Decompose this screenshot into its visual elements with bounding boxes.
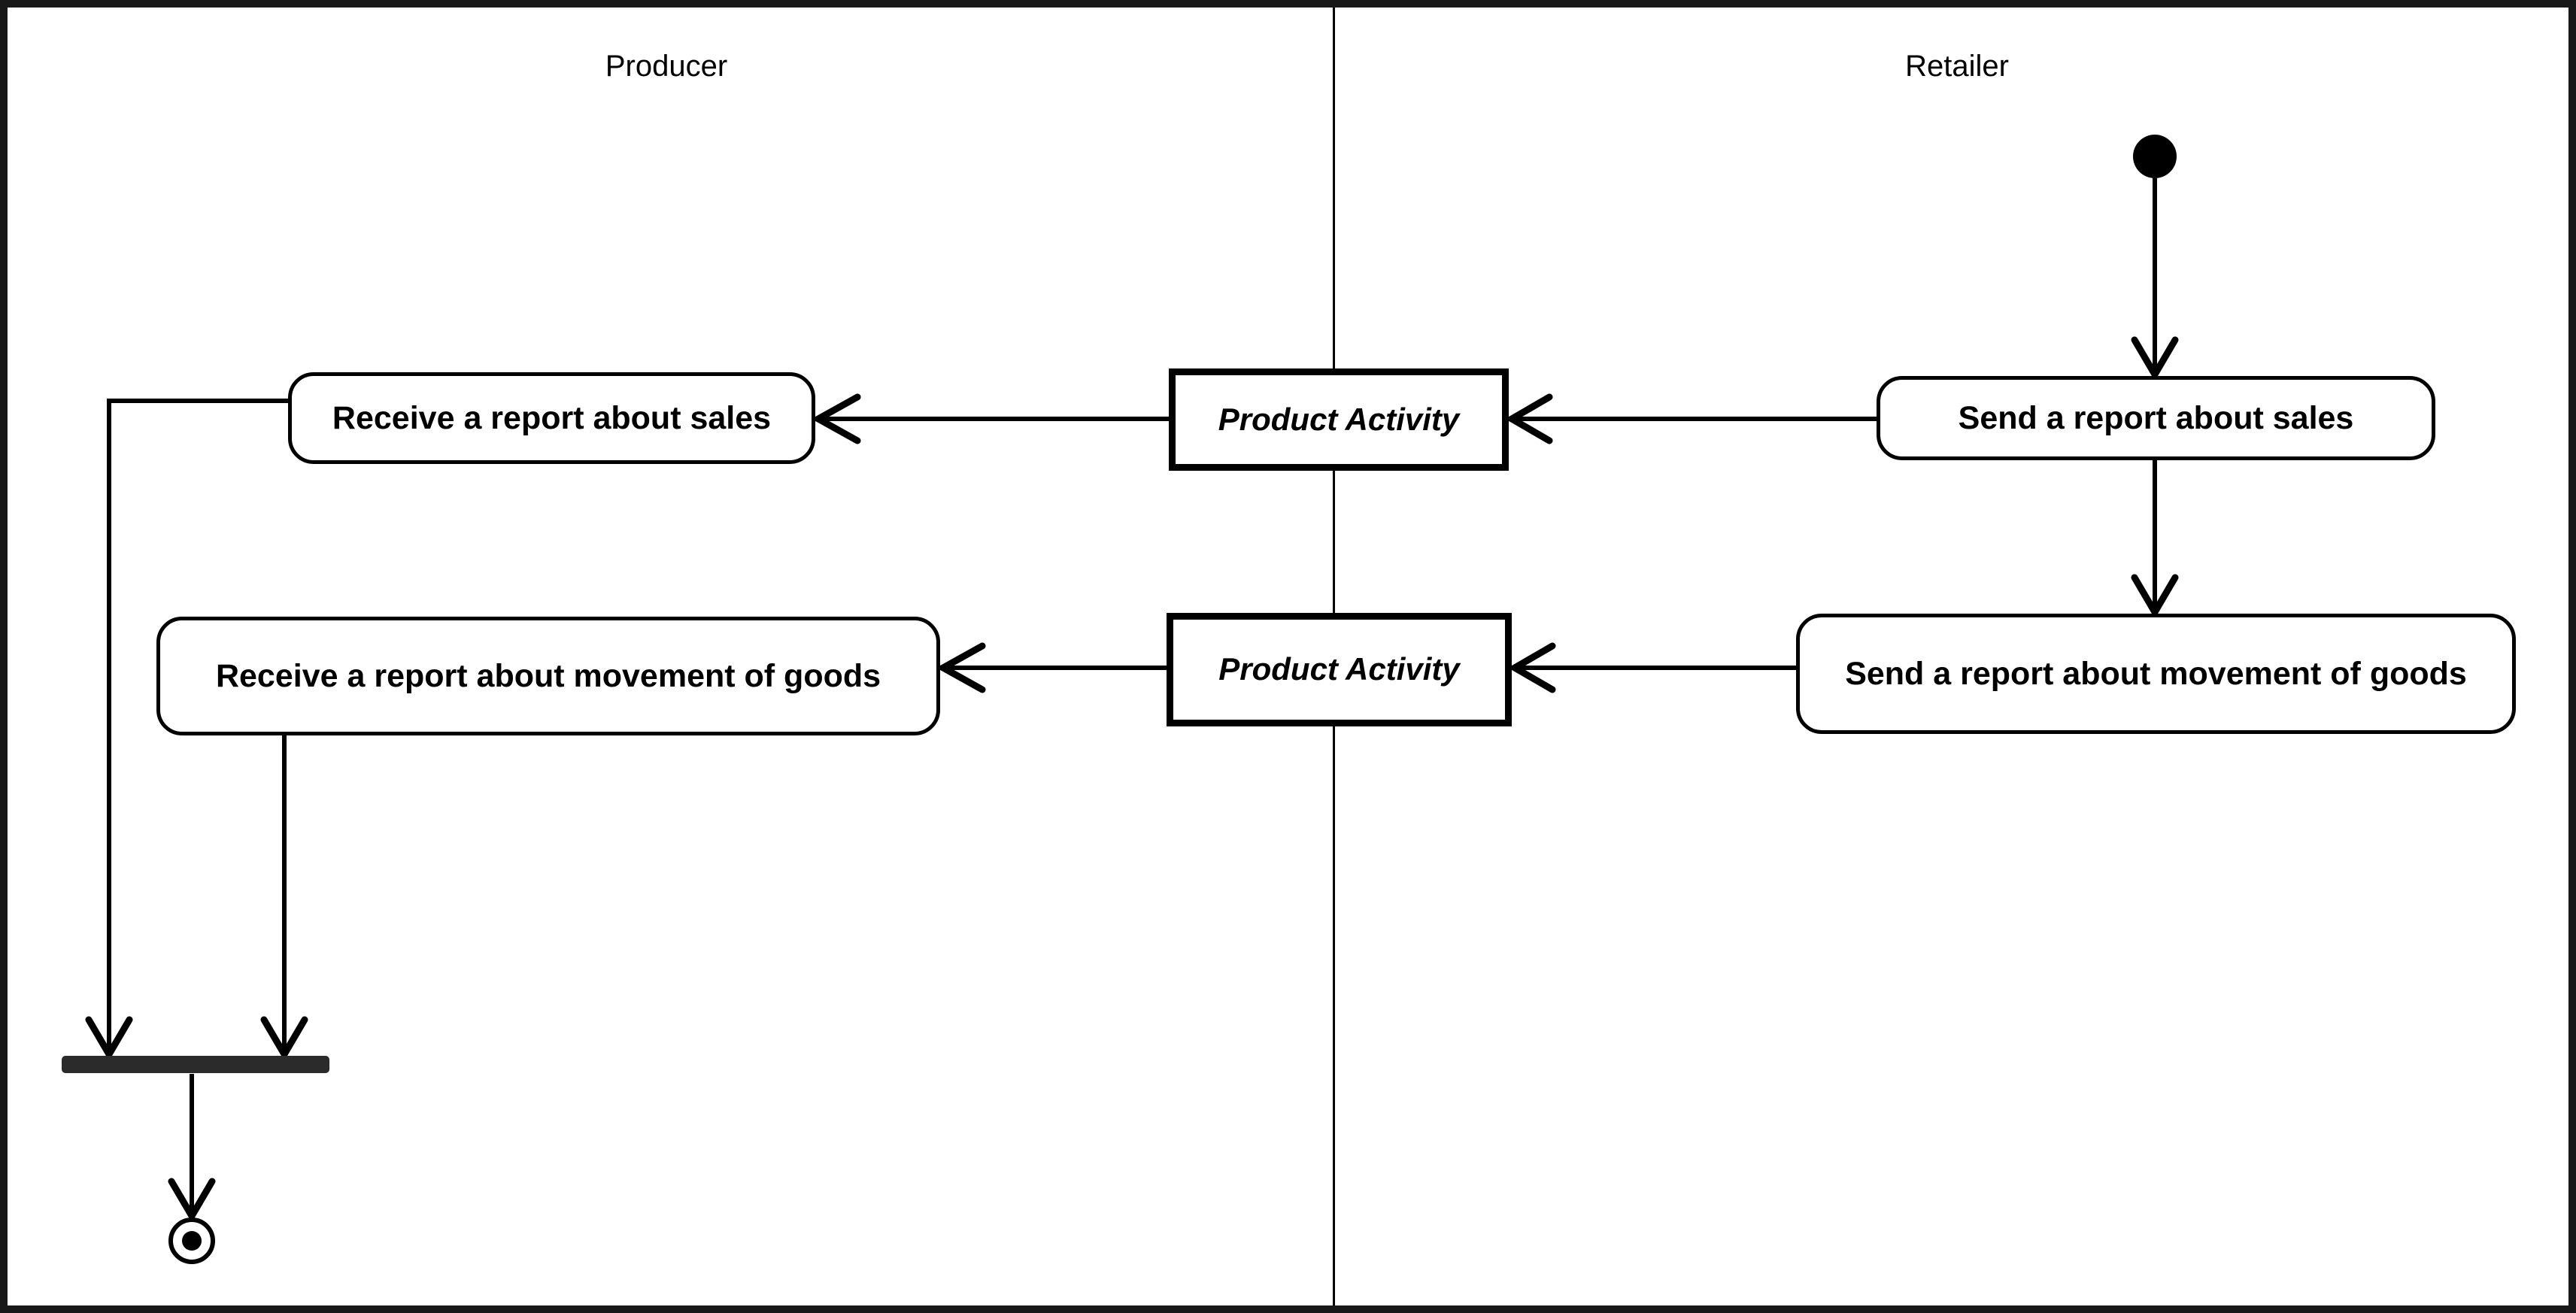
activity-box-product-activity-top[interactable]: Product Activity (1169, 368, 1509, 471)
join-bar[interactable] (62, 1056, 329, 1073)
action-node-label: Receive a report about movement of goods (215, 657, 881, 694)
final-node-center-dot (182, 1231, 202, 1251)
action-node-send-a-report-about-sales[interactable]: Send a report about sales (1877, 376, 2435, 460)
activity-box-label: Product Activity (1218, 401, 1460, 437)
final-node[interactable] (168, 1217, 215, 1264)
action-node-receive-a-report-about-movement-of-goods[interactable]: Receive a report about movement of goods (156, 617, 940, 735)
swimlane-label-retailer: Retailer (1905, 50, 2009, 83)
swimlane-label-producer: Producer (605, 50, 728, 83)
action-node-label: Send a report about sales (1958, 399, 2354, 436)
action-node-label: Receive a report about sales (332, 399, 772, 436)
action-node-send-a-report-about-movement-of-goods[interactable]: Send a report about movement of goods (1796, 614, 2516, 734)
action-node-label: Send a report about movement of goods (1845, 655, 2467, 692)
action-node-receive-a-report-about-sales[interactable]: Receive a report about sales (288, 372, 815, 464)
activity-box-product-activity-bottom[interactable]: Product Activity (1167, 613, 1512, 726)
initial-node[interactable] (2133, 135, 2177, 178)
activity-box-label: Product Activity (1218, 651, 1460, 687)
